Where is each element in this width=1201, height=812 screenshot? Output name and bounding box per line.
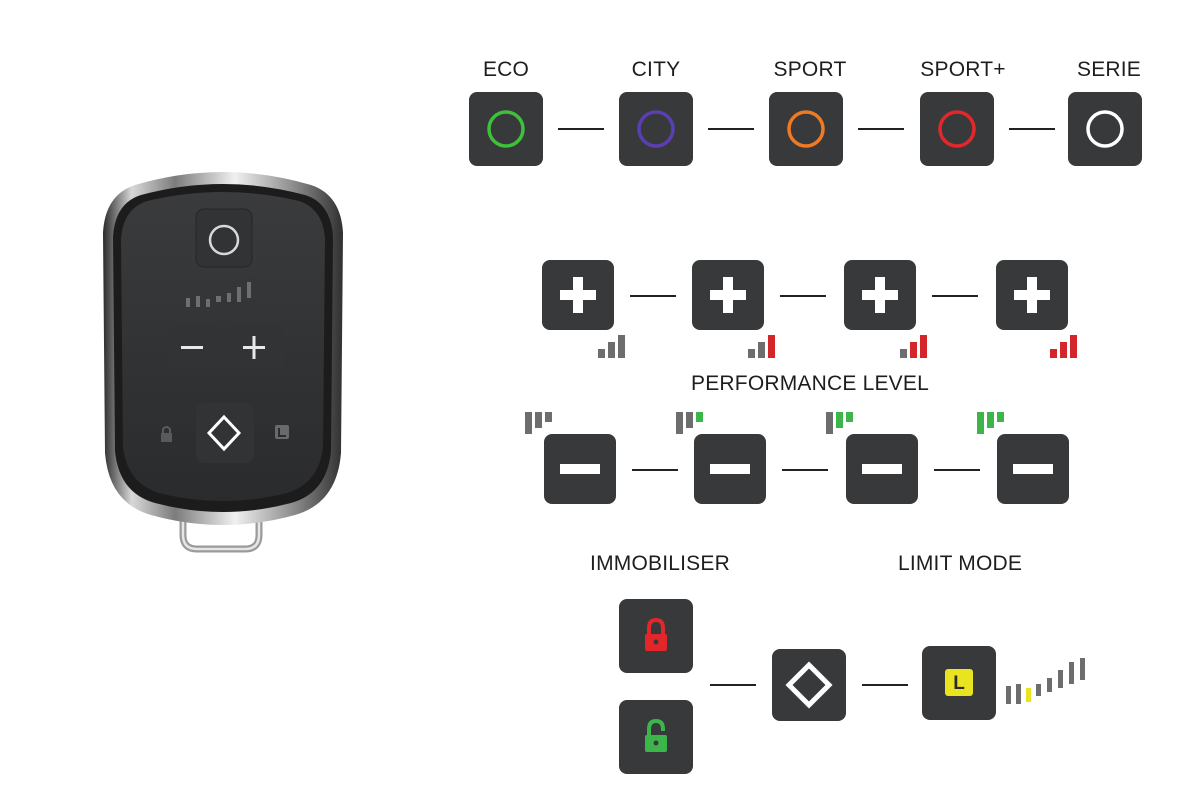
limit-mode-label: LIMIT MODE — [897, 552, 1023, 575]
signal-bars-icon — [676, 412, 703, 434]
connector-line — [632, 469, 678, 471]
signal-bars-icon — [598, 335, 625, 358]
connector-line — [1009, 128, 1055, 130]
limit-mode-button[interactable]: L — [922, 646, 996, 720]
connector-line — [932, 295, 978, 297]
performance-level-title: PERFORMANCE LEVEL — [691, 372, 929, 395]
mode-button-sport-plus[interactable] — [920, 92, 994, 166]
mode-label-sport-plus: SPORT+ — [920, 58, 1006, 81]
menu-diamond-button[interactable] — [772, 649, 846, 721]
plus-button-2[interactable] — [692, 260, 764, 330]
lock-closed-icon — [645, 617, 667, 651]
mode-label-eco: ECO — [482, 58, 530, 81]
limit-l-icon: L — [945, 669, 973, 696]
circle-icon — [487, 110, 525, 148]
limit-badge-letter: L — [953, 673, 965, 694]
connector-line — [862, 684, 908, 686]
circle-icon — [1086, 110, 1124, 148]
connector-line — [782, 469, 828, 471]
mode-button-eco[interactable] — [469, 92, 543, 166]
mode-label-sport: SPORT — [773, 58, 847, 81]
mode-label-serie: SERIE — [1076, 58, 1142, 81]
plus-button-4[interactable] — [996, 260, 1068, 330]
plus-button-1[interactable] — [542, 260, 614, 330]
mode-button-city[interactable] — [619, 92, 693, 166]
minus-button-4[interactable] — [997, 434, 1069, 504]
connector-line — [708, 128, 754, 130]
immobiliser-unlocked-button[interactable] — [619, 700, 693, 774]
minus-icon — [1013, 464, 1053, 474]
connector-line — [558, 128, 604, 130]
signal-bars-icon — [900, 335, 927, 358]
mode-button-serie[interactable] — [1068, 92, 1142, 166]
plus-icon — [1014, 277, 1050, 313]
minus-icon — [862, 464, 902, 474]
signal-bars-icon — [1050, 335, 1077, 358]
immobiliser-label: IMMOBILISER — [590, 552, 730, 575]
signal-bars-icon — [977, 412, 1004, 434]
signal-bars-icon — [826, 412, 853, 434]
plus-button-3[interactable] — [844, 260, 916, 330]
minus-button-2[interactable] — [694, 434, 766, 504]
plus-icon — [710, 277, 746, 313]
signal-bars-icon — [525, 412, 552, 434]
plus-icon — [862, 277, 898, 313]
connector-line — [710, 684, 756, 686]
circle-icon — [938, 110, 976, 148]
minus-button-1[interactable] — [544, 434, 616, 504]
diamond-icon — [785, 661, 833, 709]
lock-open-icon — [645, 718, 667, 752]
minus-icon — [560, 464, 600, 474]
circle-icon — [787, 110, 825, 148]
mode-button-sport[interactable] — [769, 92, 843, 166]
connector-line — [934, 469, 980, 471]
connector-line — [858, 128, 904, 130]
circle-icon — [637, 110, 675, 148]
immobiliser-locked-button[interactable] — [619, 599, 693, 673]
mode-label-city: CITY — [631, 58, 681, 81]
plus-icon — [560, 277, 596, 313]
remote-device — [95, 163, 355, 563]
connector-line — [630, 295, 676, 297]
connector-line — [780, 295, 826, 297]
limit-level-bars-icon — [1006, 658, 1085, 704]
remote-device-illustration — [103, 172, 343, 553]
signal-bars-icon — [748, 335, 775, 358]
minus-icon — [710, 464, 750, 474]
minus-button-3[interactable] — [846, 434, 918, 504]
